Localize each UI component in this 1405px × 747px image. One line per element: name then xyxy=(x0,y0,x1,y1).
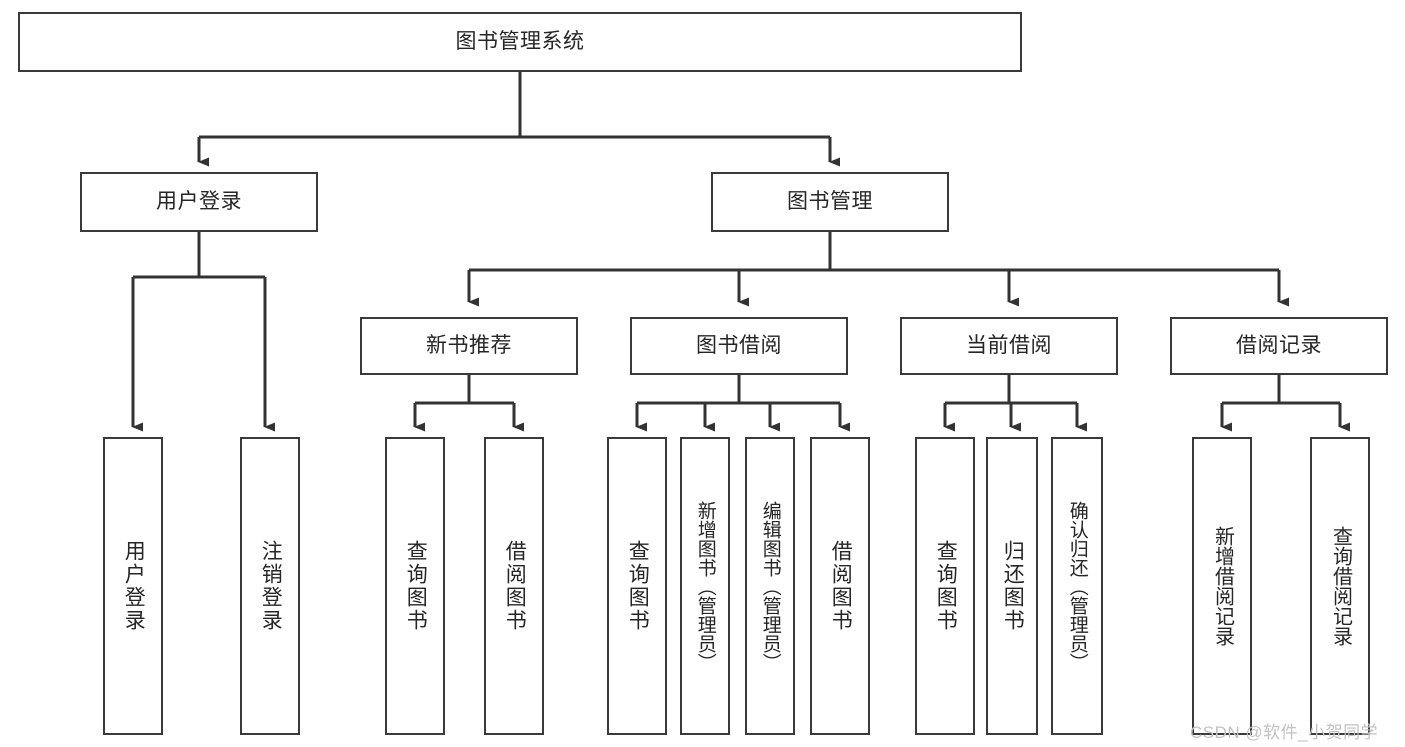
node-label: 查询图书 xyxy=(404,540,428,632)
leaf-borrow-record-query-record[interactable]: 查询借阅记录 xyxy=(1310,437,1370,735)
node-user-login[interactable]: 用户登录 xyxy=(80,172,318,232)
node-label: 图书管理 xyxy=(787,189,873,213)
csdn-watermark: CSDN @软件_小贺同学 xyxy=(1190,723,1379,742)
node-book-borrow[interactable]: 图书借阅 xyxy=(630,317,848,375)
node-borrow-record[interactable]: 借阅记录 xyxy=(1170,317,1388,375)
node-label: 当前借阅 xyxy=(966,333,1052,357)
node-label: 查询借阅记录 xyxy=(1329,526,1352,646)
node-label: 注销登录 xyxy=(259,540,283,632)
node-label: 借阅图书 xyxy=(503,540,527,632)
node-label: 图书管理系统 xyxy=(455,29,585,53)
node-new-book-recommend[interactable]: 新书推荐 xyxy=(360,317,578,375)
leaf-book-borrow-edit-book-admin[interactable]: 编辑图书（管理员） xyxy=(745,437,795,735)
leaf-book-borrow-add-book-admin[interactable]: 新增图书（管理员） xyxy=(680,437,730,735)
leaf-current-borrow-return-book[interactable]: 归还图书 xyxy=(986,437,1038,735)
node-label: 查询图书 xyxy=(626,540,650,632)
leaf-user-login-logout[interactable]: 注销登录 xyxy=(240,437,300,735)
leaf-current-borrow-confirm-return-admin[interactable]: 确认归还（管理员） xyxy=(1051,437,1103,735)
node-label: 查询图书 xyxy=(934,540,958,632)
leaf-borrow-record-add-record[interactable]: 新增借阅记录 xyxy=(1192,437,1252,735)
leaf-book-borrow-borrow-book[interactable]: 借阅图书 xyxy=(810,437,870,735)
leaf-new-book-borrow-book[interactable]: 借阅图书 xyxy=(484,437,544,735)
node-label: 编辑图书（管理员） xyxy=(759,500,781,672)
node-label: 图书借阅 xyxy=(696,333,782,357)
node-label: 新书推荐 xyxy=(426,333,512,357)
node-label: 确认归还（管理员） xyxy=(1066,500,1088,672)
node-label: 归还图书 xyxy=(1001,540,1025,632)
node-current-borrow[interactable]: 当前借阅 xyxy=(900,317,1118,375)
node-label: 用户登录 xyxy=(156,189,242,213)
leaf-user-login-login[interactable]: 用户登录 xyxy=(103,437,163,735)
leaf-current-borrow-query-book[interactable]: 查询图书 xyxy=(915,437,975,735)
leaf-new-book-query-book[interactable]: 查询图书 xyxy=(385,437,445,735)
node-book-management[interactable]: 图书管理 xyxy=(711,172,949,232)
node-label: 新增图书（管理员） xyxy=(694,500,716,672)
node-label: 用户登录 xyxy=(122,540,146,632)
node-label: 新增借阅记录 xyxy=(1211,526,1234,646)
node-label: 借阅记录 xyxy=(1236,333,1322,357)
node-label: 借阅图书 xyxy=(829,540,853,632)
leaf-book-borrow-query-book[interactable]: 查询图书 xyxy=(607,437,667,735)
node-root-book-management-system[interactable]: 图书管理系统 xyxy=(18,12,1022,72)
